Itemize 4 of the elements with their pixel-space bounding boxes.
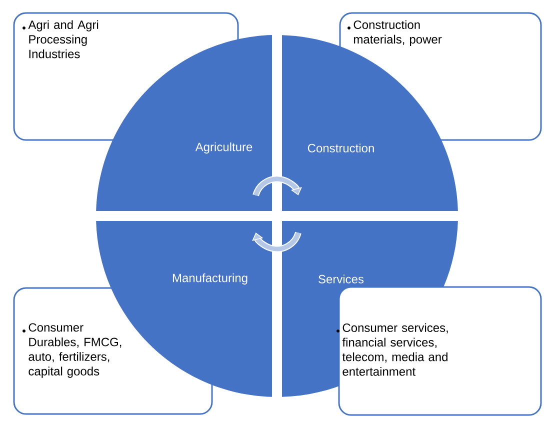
- cycle-arrow: [252, 232, 302, 252]
- cycle-arrow: [252, 176, 302, 196]
- bullet-box: Consumer services, financial services, telecom, media and entertainment: [336, 286, 542, 416]
- quadrant-sector: Agriculture: [96, 35, 272, 211]
